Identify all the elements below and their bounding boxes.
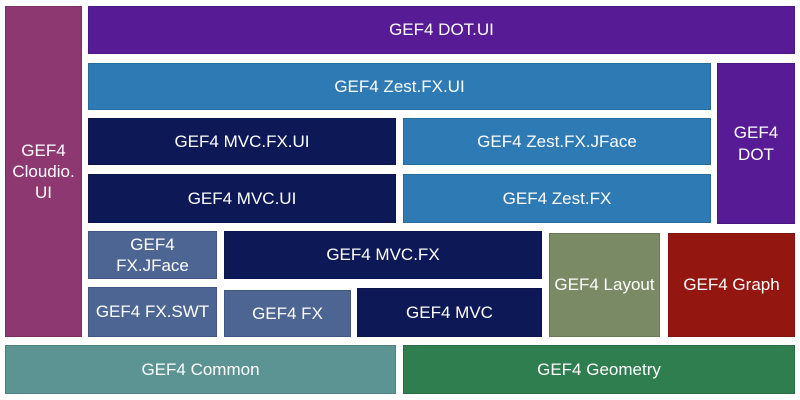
block-label: GEF4 Zest.FX.JFace [477, 131, 637, 151]
block-gef4-geometry: GEF4 Geometry [403, 345, 795, 394]
block-label: GEF4 FX.SWT [95, 302, 210, 322]
block-label: GEF4 FX [252, 303, 323, 323]
block-gef4-zest-fx-ui: GEF4 Zest.FX.UI [88, 63, 711, 110]
block-label: GEF4 Geometry [537, 359, 661, 379]
block-label: GEF4 Cloudio. UI [12, 140, 75, 203]
block-gef4-mvc-ui: GEF4 MVC.UI [88, 174, 396, 223]
block-label: GEF4 Graph [683, 275, 780, 295]
block-label: GEF4 Layout [554, 275, 655, 295]
block-label: GEF4 MVC.FX.UI [174, 131, 310, 151]
block-label: GEF4 MVC [406, 302, 493, 322]
block-gef4-dot: GEF4 DOT [717, 63, 795, 224]
block-gef4-fx-swt: GEF4 FX.SWT [88, 287, 217, 337]
block-label: GEF4 Common [141, 359, 260, 379]
block-gef4-mvc-fx: GEF4 MVC.FX [224, 231, 542, 279]
block-label: GEF4 DOT.UI [389, 20, 494, 40]
block-gef4-zest-fx: GEF4 Zest.FX [403, 174, 711, 223]
block-gef4-common: GEF4 Common [5, 345, 396, 394]
block-gef4-fx: GEF4 FX [224, 290, 351, 337]
block-gef4-cloudio-ui: GEF4 Cloudio. UI [5, 6, 82, 337]
block-label: GEF4 MVC.UI [187, 188, 297, 208]
block-gef4-mvc-fx-ui: GEF4 MVC.FX.UI [88, 118, 396, 165]
block-gef4-zest-fx-jface: GEF4 Zest.FX.JFace [403, 118, 711, 165]
block-gef4-mvc: GEF4 MVC [357, 288, 542, 337]
block-gef4-dot-ui: GEF4 DOT.UI [88, 6, 795, 54]
block-gef4-graph: GEF4 Graph [668, 233, 795, 337]
block-label: GEF4 Zest.FX.UI [334, 76, 465, 96]
block-label: GEF4 DOT [733, 123, 779, 164]
block-gef4-layout: GEF4 Layout [549, 233, 660, 337]
block-label: GEF4 FX.JFace [116, 234, 189, 275]
block-label: GEF4 MVC.FX [326, 245, 440, 265]
block-gef4-fx-jface: GEF4 FX.JFace [88, 231, 217, 279]
block-label: GEF4 Zest.FX [502, 188, 612, 208]
